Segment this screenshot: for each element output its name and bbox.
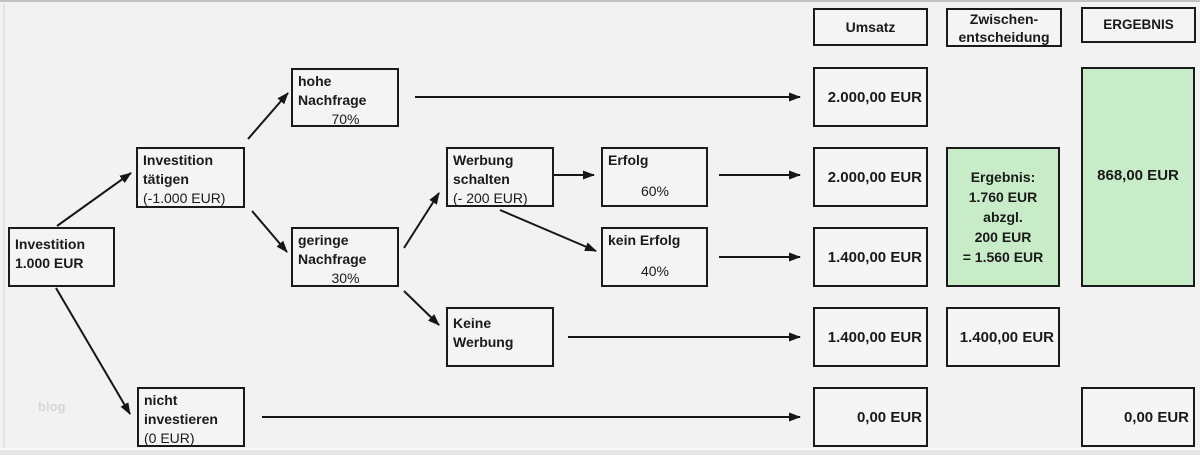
column-header-zwischenentscheidung: Zwischen- entscheidung [946, 8, 1062, 47]
node-line: nicht [144, 392, 178, 408]
ergebnis-amount: 868,00 EUR [1097, 167, 1179, 184]
node-line: kein Erfolg [608, 232, 681, 248]
header-label: ERGEBNIS [1103, 17, 1174, 32]
green-box-line: = 1.560 EUR [962, 249, 1044, 265]
node-line: Investition [143, 152, 214, 168]
umsatz-value-keine-werbung: 1.400,00 EUR [813, 307, 928, 367]
node-keine-werbung: Keine Werbung [446, 307, 554, 367]
arrow-geringe-to-keine-werbung [403, 290, 440, 326]
node-line: tätigen [143, 171, 189, 187]
value-text: 2.000,00 EUR [827, 88, 922, 106]
zwischenentscheidung-green-box: Ergebnis: 1.760 EUR abzgl. 200 EUR = 1.5… [946, 147, 1060, 287]
arrow-start-to-nicht [55, 287, 131, 415]
header-label: Zwischen- [969, 10, 1039, 27]
node-line: Investition [15, 236, 86, 252]
ergebnis-green-box: 868,00 EUR [1081, 67, 1195, 287]
value-text: 1.400,00 EUR [827, 328, 922, 346]
arrow-werbung-to-kein-erfolg [499, 209, 597, 252]
umsatz-value-kein-erfolg: 1.400,00 EUR [813, 227, 928, 287]
value-text: 0,00 EUR [1123, 408, 1189, 426]
green-box-line: Ergebnis: [970, 169, 1036, 185]
node-line: Werbung [453, 152, 514, 168]
node-probability: 30% [331, 270, 360, 286]
node-line: (0 EUR) [144, 430, 195, 446]
value-text: 0,00 EUR [856, 408, 922, 426]
top-edge-line [0, 0, 1200, 2]
node-nicht-investieren: nicht investieren (0 EUR) [137, 387, 245, 447]
node-line: Erfolg [608, 152, 649, 168]
green-box-line: 1.760 EUR [968, 189, 1038, 205]
umsatz-value-hohe-nachfrage: 2.000,00 EUR [813, 67, 928, 127]
umsatz-value-nicht-investieren: 0,00 EUR [813, 387, 928, 447]
node-line: (-1.000 EUR) [143, 190, 226, 206]
node-geringe-nachfrage: geringe Nachfrage 30% [291, 227, 399, 287]
node-line: investieren [144, 411, 218, 427]
node-probability: 40% [640, 263, 670, 279]
node-line: Nachfrage [298, 92, 367, 108]
node-kein-erfolg: kein Erfolg 40% [601, 227, 708, 287]
green-box-line: abzgl. [983, 209, 1023, 225]
value-text: 2.000,00 EUR [827, 168, 922, 186]
node-line: schalten [453, 171, 510, 187]
arrow-geringe-to-werbung [403, 192, 440, 249]
node-line: geringe [298, 232, 349, 248]
umsatz-value-erfolg: 2.000,00 EUR [813, 147, 928, 207]
header-label: entscheidung [958, 28, 1050, 45]
node-erfolg: Erfolg 60% [601, 147, 708, 207]
column-header-ergebnis: ERGEBNIS [1081, 7, 1196, 43]
node-line: Keine [453, 315, 492, 331]
node-line: Nachfrage [298, 251, 367, 267]
node-investition: Investition 1.000 EUR [8, 227, 115, 287]
ergebnis-value-nicht-investieren: 0,00 EUR [1081, 387, 1195, 447]
value-text: 1.400,00 EUR [959, 328, 1054, 346]
bottom-edge-band [0, 450, 1200, 455]
value-text: 1.400,00 EUR [827, 248, 922, 266]
arrow-start-to-invest [56, 172, 132, 227]
node-investition-taetigen: Investition tätigen (-1.000 EUR) [136, 147, 245, 208]
node-line: hohe [298, 73, 332, 89]
node-line: (- 200 EUR) [453, 190, 528, 206]
bottom-edge-highlight [0, 448, 1200, 450]
node-probability: 60% [640, 183, 670, 199]
node-werbung-schalten: Werbung schalten (- 200 EUR) [446, 147, 554, 207]
node-hohe-nachfrage: hohe Nachfrage 70% [291, 68, 399, 127]
node-line: Werbung [453, 334, 514, 350]
header-label: Umsatz [845, 19, 896, 35]
column-header-umsatz: Umsatz [813, 8, 928, 46]
arrow-invest-to-geringe [251, 210, 288, 253]
left-edge-line [3, 4, 5, 451]
node-probability: 70% [331, 111, 360, 127]
arrow-invest-to-hohe [247, 92, 289, 140]
zwischenentscheidung-value-keine-werbung: 1.400,00 EUR [946, 307, 1060, 367]
green-box-line: 200 EUR [974, 229, 1032, 245]
watermark-text: blog [38, 399, 66, 414]
node-line: 1.000 EUR [15, 255, 84, 271]
